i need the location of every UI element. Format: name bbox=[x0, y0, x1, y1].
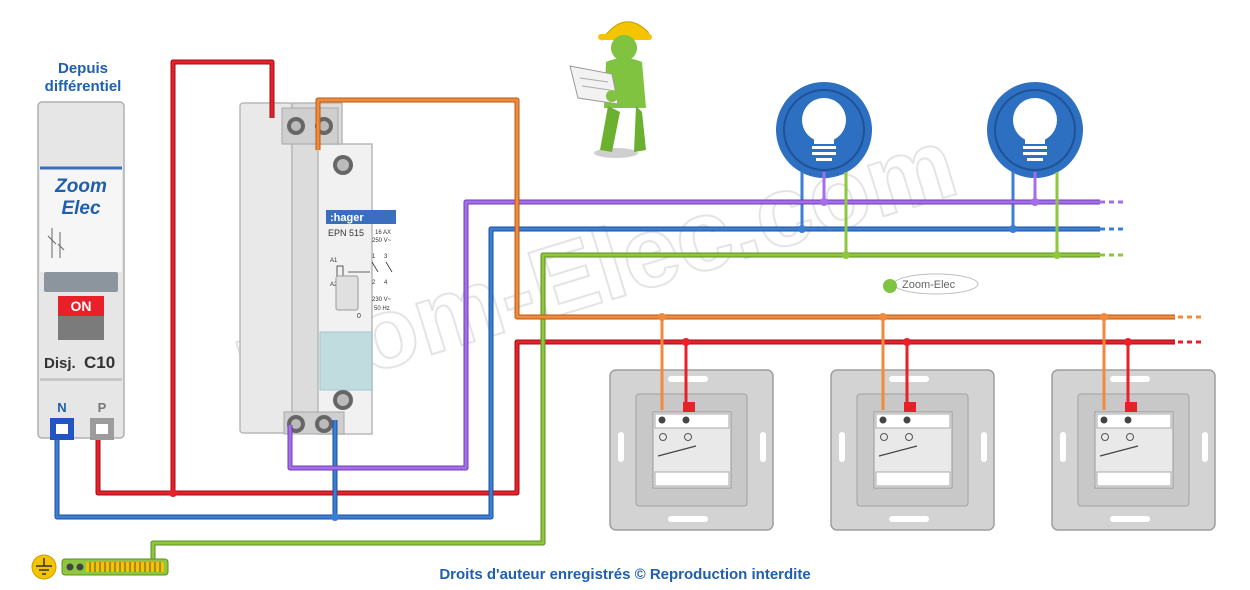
worker-icon bbox=[569, 21, 652, 158]
relay-coil-a1: A1 bbox=[330, 258, 338, 264]
logo-text: Zoom-Elec bbox=[902, 279, 956, 291]
earth-terminal-bar bbox=[61, 558, 169, 576]
relay-coil-a2: A2 bbox=[330, 282, 338, 288]
lamp-1 bbox=[776, 82, 872, 178]
breaker-rating: C10 bbox=[84, 353, 115, 372]
impulse-relay: :hager EPN 515 16 AX 250 V~ A1 A2 1 3 2 … bbox=[239, 102, 396, 435]
lamp-icon bbox=[1013, 98, 1057, 161]
relay-coil-voltage: 230 V~ bbox=[372, 297, 392, 303]
wires bbox=[54, 59, 1202, 562]
relay-model: EPN 515 bbox=[328, 228, 364, 238]
neutral-wire bbox=[54, 172, 1126, 520]
breaker-rating-prefix: Disj. bbox=[44, 355, 76, 372]
zoom-elec-logo: Zoom-Elec bbox=[883, 273, 979, 295]
source-label-line1: Depuis bbox=[57, 60, 108, 77]
lamp-icon bbox=[802, 98, 846, 161]
relay-current: 16 AX bbox=[375, 230, 391, 236]
junction-dots bbox=[169, 198, 1132, 521]
earth-wire bbox=[150, 172, 1126, 562]
phase-wire bbox=[95, 59, 1202, 496]
earth-symbol-icon bbox=[31, 554, 57, 580]
terminal-n-label: N bbox=[57, 400, 66, 415]
breaker-status-label: ON bbox=[71, 298, 92, 314]
relay-frequency: 50 Hz bbox=[374, 306, 390, 312]
push-button-1 bbox=[609, 369, 774, 531]
source-label: Depuis différentiel bbox=[18, 60, 148, 96]
breaker-brand-line1: Zoom bbox=[54, 176, 107, 197]
relay-switch-0: 0 bbox=[357, 313, 361, 320]
lamp-2 bbox=[987, 82, 1083, 178]
terminal-p-label: P bbox=[98, 400, 107, 415]
breaker-on-indicator bbox=[58, 296, 104, 316]
push-button-2 bbox=[830, 369, 995, 531]
relay-brand: :hager bbox=[330, 212, 364, 224]
relay-voltage-contact: 250 V~ bbox=[372, 238, 392, 244]
copyright-notice: Droits d'auteur enregistrés © Reproducti… bbox=[439, 566, 811, 583]
relay-contact-1: 1 bbox=[372, 254, 376, 260]
control-wire bbox=[315, 97, 1202, 410]
circuit-breaker: Zoom Elec ON Disj. C10 N P bbox=[37, 101, 125, 440]
source-label-line2: différentiel bbox=[44, 78, 122, 95]
breaker-brand-line2: Elec bbox=[61, 198, 101, 219]
push-button-3 bbox=[1051, 369, 1216, 531]
relay-contact-3: 3 bbox=[384, 254, 388, 260]
button-terminals bbox=[658, 416, 1132, 424]
lamp-return-wire bbox=[287, 172, 1126, 471]
relay-contact-4: 4 bbox=[384, 280, 388, 286]
relay-contact-2: 2 bbox=[372, 280, 376, 286]
breaker-toggle bbox=[58, 316, 104, 340]
